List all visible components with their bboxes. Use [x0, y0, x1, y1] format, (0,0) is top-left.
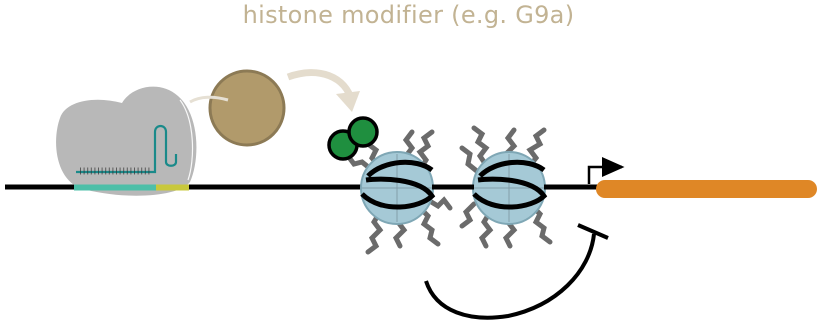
- histone-tail: [474, 128, 486, 165]
- modification-arrowhead: [336, 91, 360, 112]
- target-site: [74, 185, 158, 191]
- gene-body: [596, 180, 817, 198]
- methyl-mark: [349, 118, 377, 146]
- dcas9-protein: [56, 87, 196, 196]
- histone-tail: [462, 148, 478, 172]
- pam-site: [156, 185, 189, 191]
- nucleosome-2: [462, 128, 550, 246]
- histone-tail: [462, 204, 474, 226]
- histone-modifier-protein: [210, 71, 284, 145]
